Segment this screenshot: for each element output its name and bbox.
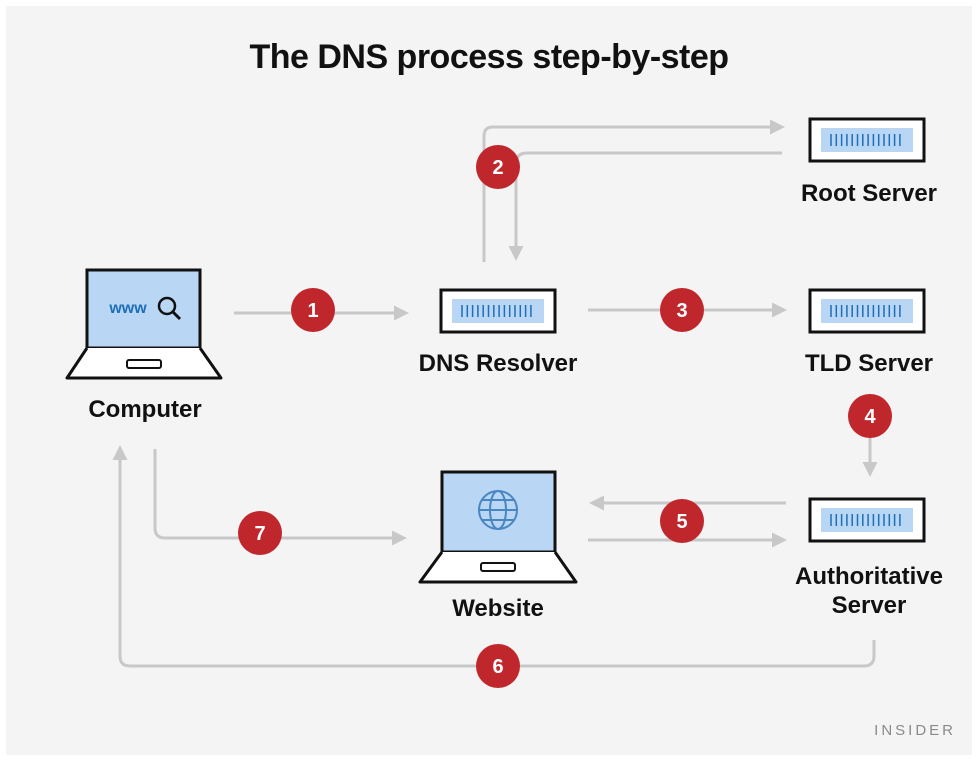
- arrow-step-2-response: [508, 151, 782, 261]
- svg-text:3: 3: [676, 300, 687, 322]
- www-text: www: [108, 300, 147, 317]
- tld-server-icon: [808, 288, 926, 334]
- authoritative-server-label-line2: Server: [831, 592, 907, 619]
- brand-logo: INSIDER: [874, 722, 956, 739]
- svg-text:5: 5: [676, 511, 687, 533]
- root-server-icon: [808, 117, 926, 163]
- step-badge-5: 5: [660, 499, 704, 543]
- step-badge-3: 3: [660, 288, 704, 332]
- magnifier-icon: [157, 296, 177, 316]
- dns-resolver-server-icon: [439, 288, 557, 334]
- authoritative-server-icon: [808, 497, 926, 543]
- step-badge-4: 4: [848, 394, 892, 438]
- computer-icon: www: [65, 268, 223, 380]
- dns-resolver-label: DNS Resolver: [418, 350, 578, 377]
- authoritative-server-label-line1: Authoritative: [794, 563, 943, 590]
- step-badge-6: 6: [476, 644, 520, 688]
- svg-text:7: 7: [254, 523, 265, 545]
- website-laptop-icon: [418, 470, 578, 584]
- step-badge-1: 1: [291, 288, 335, 332]
- step-badge-7: 7: [238, 511, 282, 555]
- diagram-title: The DNS process step-by-step: [249, 38, 729, 76]
- svg-text:2: 2: [492, 157, 503, 179]
- svg-text:4: 4: [864, 406, 876, 428]
- computer-label: Computer: [88, 396, 202, 423]
- svg-text:6: 6: [492, 656, 503, 678]
- tld-server-label: TLD Server: [804, 350, 934, 377]
- connectors: [112, 119, 878, 668]
- svg-text:1: 1: [307, 300, 318, 322]
- arrow-step-7: [153, 449, 407, 546]
- website-label: Website: [452, 595, 544, 622]
- step-badge-2: 2: [476, 145, 520, 189]
- root-server-label: Root Server: [800, 180, 938, 207]
- step-badges: 1 2 3 4 5 6 7: [238, 145, 892, 688]
- arrow-step-2-request: [482, 119, 785, 262]
- globe-icon: [478, 490, 518, 530]
